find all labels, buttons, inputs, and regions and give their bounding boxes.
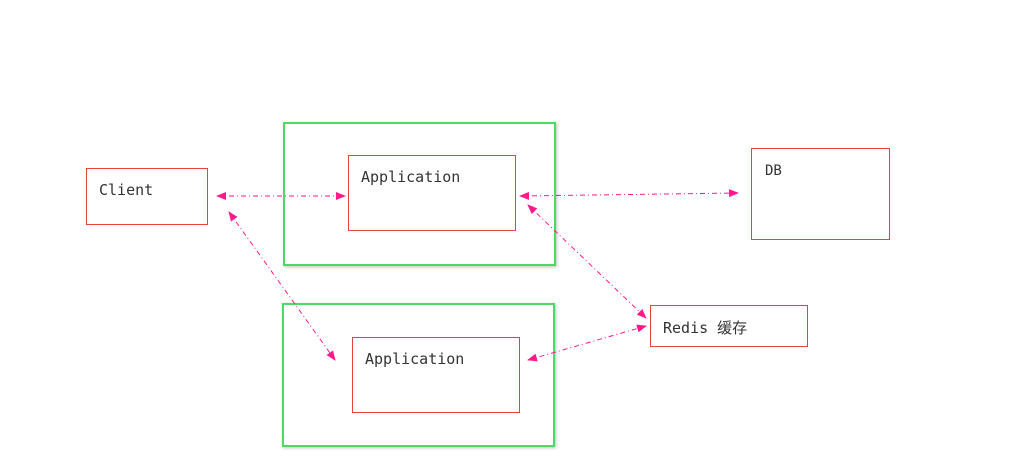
client-node: Client [86, 168, 208, 225]
edge-app1-db [519, 189, 739, 200]
client-label: Client [99, 181, 154, 199]
application-top-label: Application [361, 168, 461, 186]
application-bottom-label: Application [365, 350, 465, 368]
edge-app2-redis [527, 324, 647, 362]
edge-client-app2 [228, 211, 336, 361]
db-node: DB [751, 148, 890, 240]
application-node-top: Application [348, 155, 516, 231]
edge-app1-redis [527, 204, 647, 319]
application-node-bottom: Application [352, 337, 520, 413]
redis-label: Redis 缓存 [663, 319, 748, 337]
db-label: DB [765, 163, 782, 179]
redis-node: Redis 缓存 [650, 305, 808, 347]
app-group-bottom [282, 303, 555, 447]
